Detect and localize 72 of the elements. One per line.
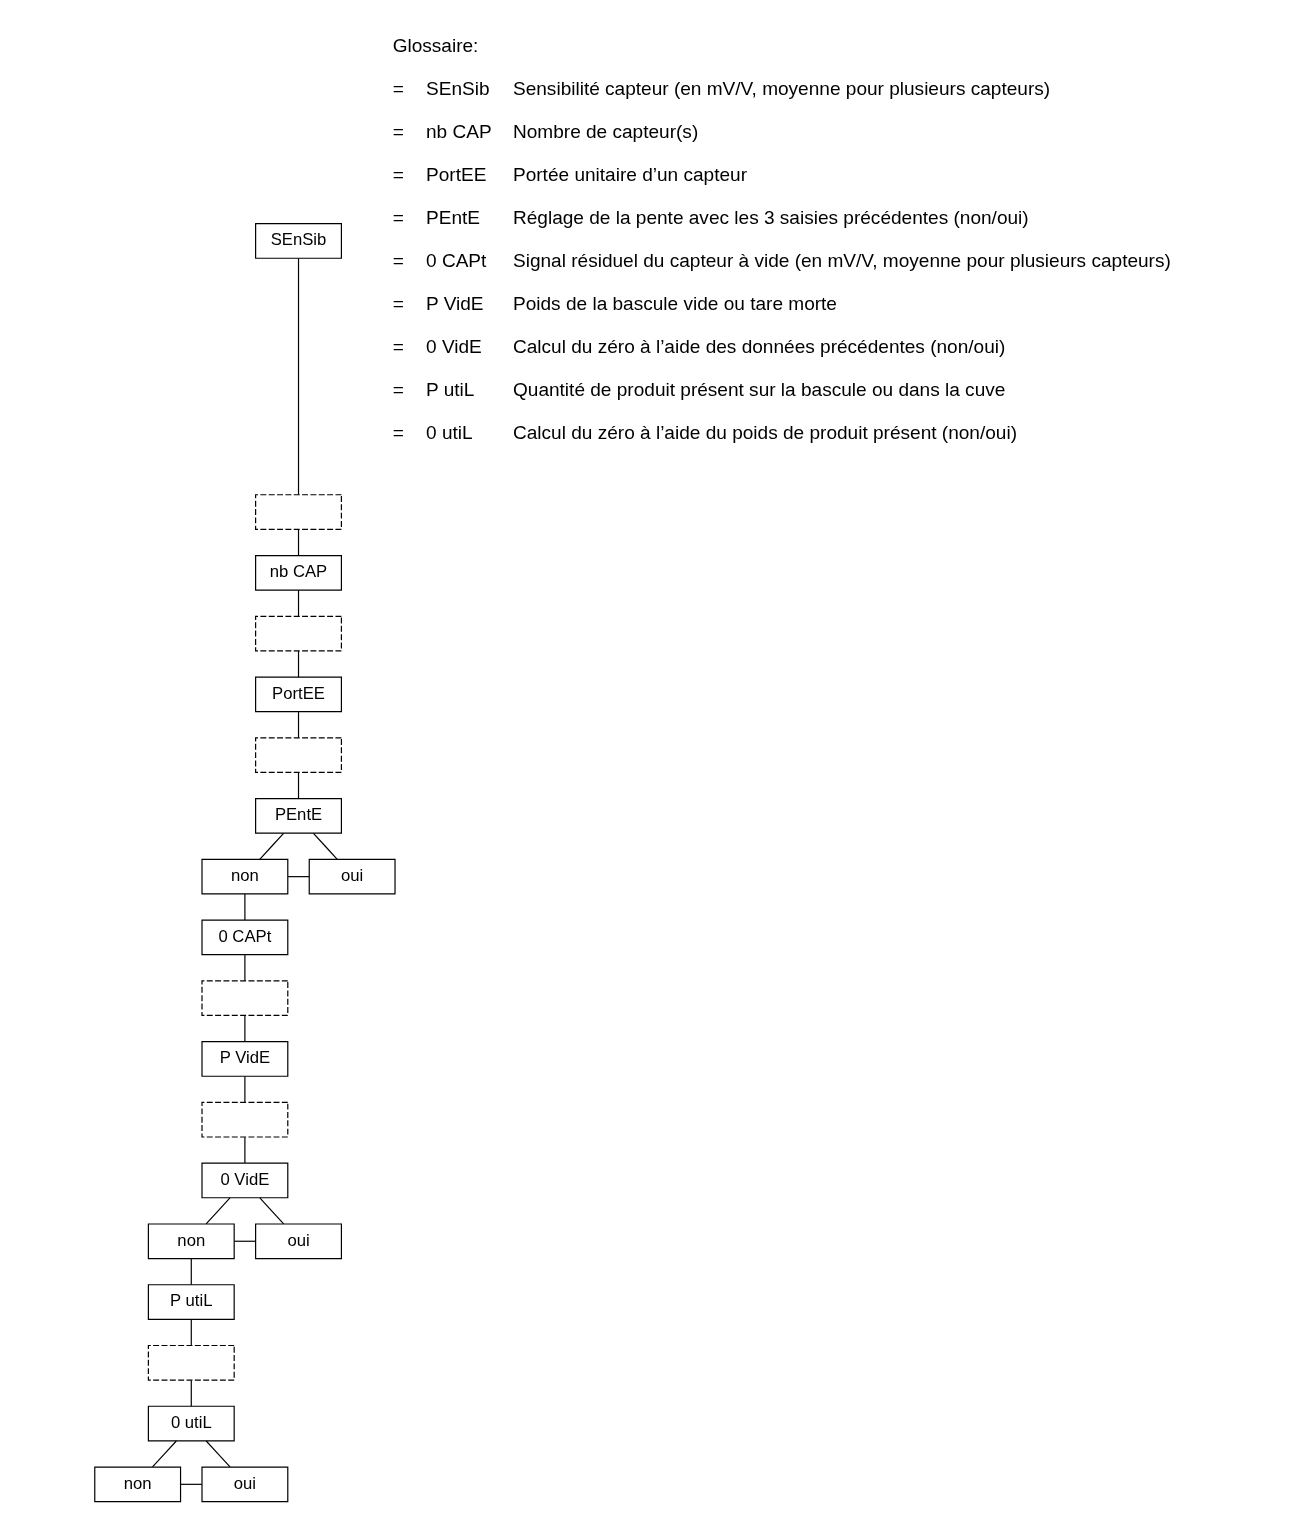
connector <box>297 589 299 617</box>
connector <box>297 711 299 739</box>
connector <box>258 832 284 860</box>
node-box: PEntE <box>254 798 342 834</box>
node-box <box>200 980 288 1017</box>
label: = <box>392 78 404 100</box>
label: Nombre de capteur(s) <box>512 121 698 143</box>
node-box <box>200 1101 288 1138</box>
label: PEntE <box>425 207 480 229</box>
label: Calcul du zéro à l’aide du poids de produit présent (non/oui) <box>512 421 1017 443</box>
label: 0 utiL <box>425 421 473 443</box>
label: = <box>392 164 404 186</box>
connector <box>297 771 299 800</box>
connector <box>243 1015 245 1043</box>
node-box: oui <box>308 858 396 895</box>
node-box: PortEE <box>254 676 342 713</box>
label: Portée unitaire d’un capteur <box>512 164 747 186</box>
connector <box>243 1136 245 1164</box>
label: = <box>392 421 404 443</box>
node-box <box>254 494 342 530</box>
node-box: oui <box>254 1223 342 1260</box>
label: = <box>392 207 404 229</box>
node-box: 0 utiL <box>147 1405 235 1442</box>
label: = <box>392 335 404 357</box>
label: nb CAP <box>425 121 492 143</box>
connector <box>297 528 299 557</box>
label: Quantité de produit présent sur la bascule ou dans la cuve <box>512 378 1005 400</box>
connector <box>190 1318 192 1346</box>
label: = <box>392 121 404 143</box>
connector <box>243 954 245 982</box>
connector <box>243 893 245 921</box>
node-box: nb CAP <box>254 554 342 591</box>
connector <box>297 258 299 496</box>
connector <box>205 1440 231 1468</box>
connector <box>243 1075 245 1103</box>
label: Réglage de la pente avec les 3 saisies précédentes (non/oui) <box>512 207 1029 229</box>
node-box: non <box>93 1466 181 1503</box>
connector <box>190 1379 192 1407</box>
connector <box>205 1197 231 1225</box>
node-box <box>254 737 342 773</box>
node-box <box>147 1344 235 1381</box>
node-box: oui <box>200 1466 288 1503</box>
node-box: non <box>200 858 288 895</box>
label: PortEE <box>425 164 486 186</box>
connector <box>258 1197 284 1225</box>
node-box: P utiL <box>147 1284 235 1320</box>
connector <box>190 1258 192 1286</box>
label: = <box>392 378 404 400</box>
label: Glossaire: <box>392 35 478 57</box>
connector <box>312 832 338 860</box>
label: = <box>392 249 404 271</box>
node-box: P VidE <box>200 1041 288 1077</box>
node-box: 0 CAPt <box>200 919 288 956</box>
connector <box>233 1240 256 1242</box>
label: Calcul du zéro à l’aide des données précédentes (non/oui) <box>512 335 1005 357</box>
label: Sensibilité capteur (en mV/V, moyenne pour plusieurs capteurs) <box>512 78 1050 100</box>
node-box: 0 VidE <box>200 1162 288 1199</box>
label: P VidE <box>425 292 484 314</box>
node-box: SEnSib <box>254 223 342 259</box>
label: Signal résiduel du capteur à vide (en mV/V, moyenne pour plusieurs capteurs) <box>512 249 1171 271</box>
label: P utiL <box>425 378 474 400</box>
label: 0 VidE <box>425 335 482 357</box>
label: = <box>392 292 404 314</box>
connector <box>286 876 310 878</box>
node-box <box>254 615 342 652</box>
connector <box>151 1440 177 1468</box>
label: 0 CAPt <box>425 249 486 271</box>
node-box: non <box>147 1223 235 1260</box>
label: Poids de la bascule vide ou tare morte <box>512 292 837 314</box>
connector <box>179 1483 202 1485</box>
connector <box>297 650 299 678</box>
label: SEnSib <box>425 78 490 100</box>
